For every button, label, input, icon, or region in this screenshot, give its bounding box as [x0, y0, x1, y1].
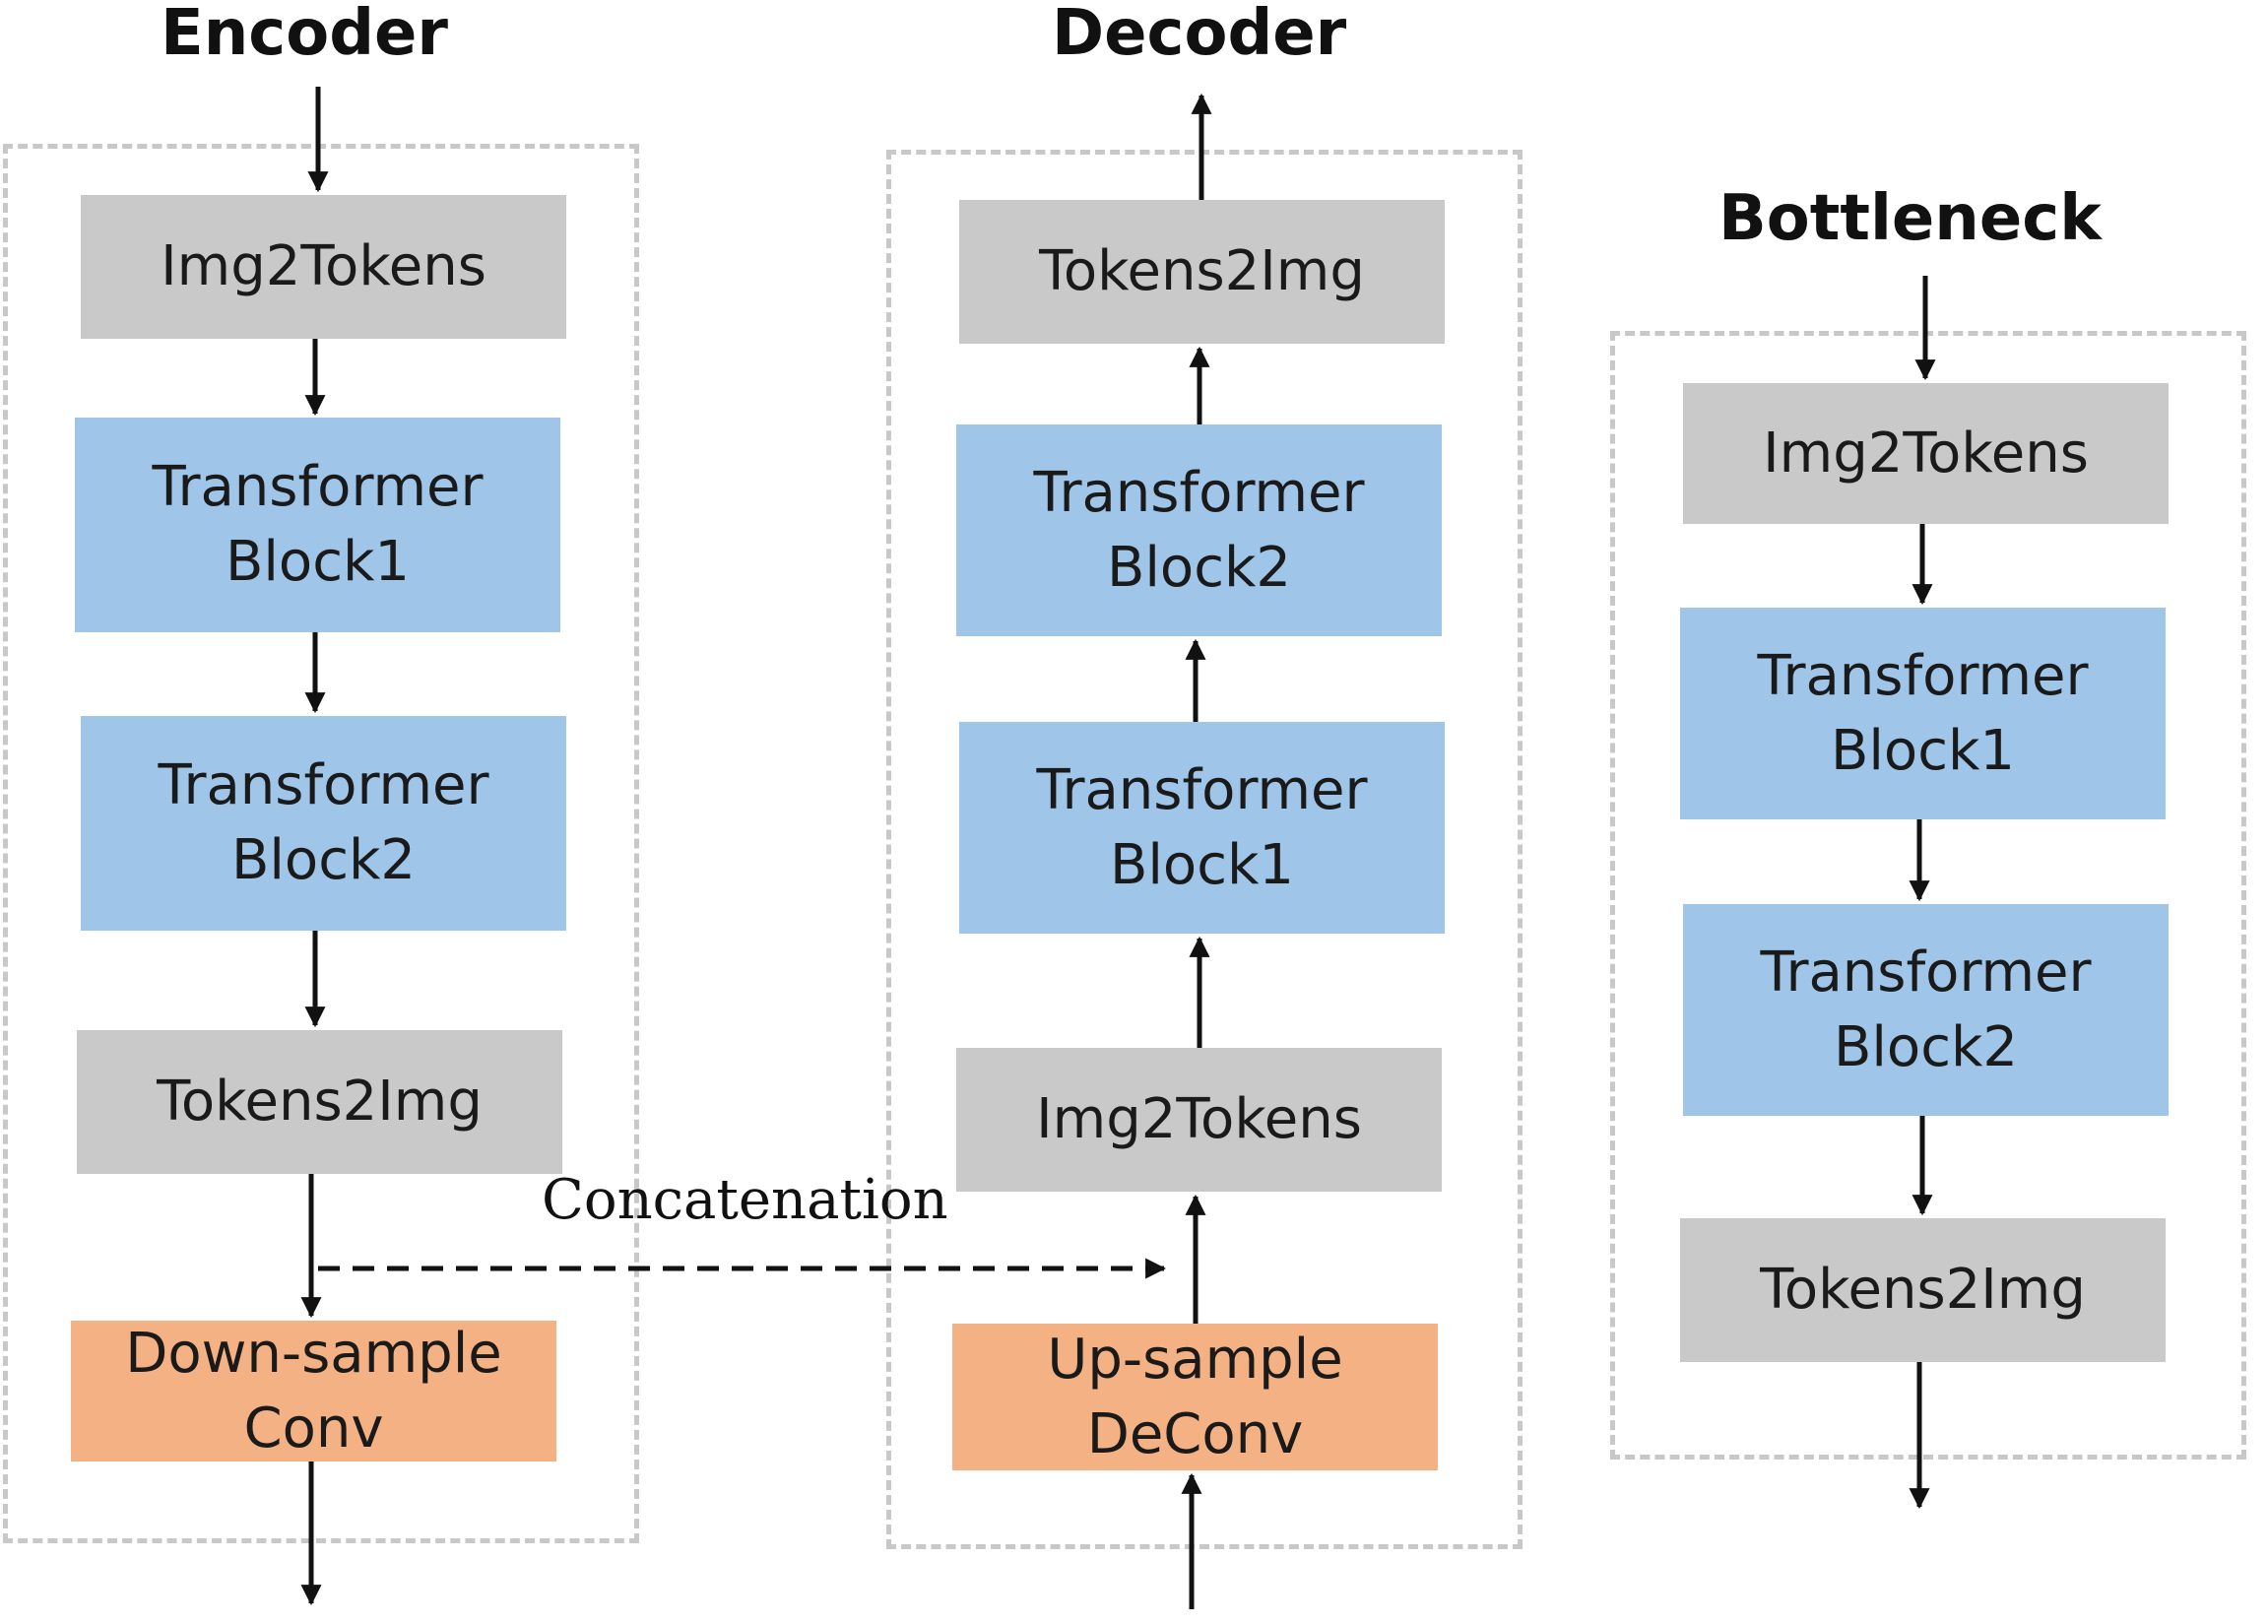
encoder-downsample-block: Down-sample Conv — [71, 1321, 556, 1462]
decoder-img2tokens-block: Img2Tokens — [956, 1048, 1442, 1192]
encoder-img2tokens-label: Img2Tokens — [161, 234, 486, 299]
bottleneck-img2tokens-block: Img2Tokens — [1683, 383, 2169, 524]
bottleneck-block2-line2: Block2 — [1833, 1014, 2019, 1079]
encoder-tokens2img-block: Tokens2Img — [77, 1030, 562, 1174]
encoder-block2-line1: Transformer — [158, 753, 489, 818]
decoder-transformer-block2: Transformer Block2 — [956, 424, 1442, 636]
bottleneck-group — [1610, 331, 2246, 1460]
decoder-group — [886, 150, 1523, 1549]
bottleneck-block1-line2: Block1 — [1830, 718, 2016, 783]
encoder-block1-line1: Transformer — [152, 455, 484, 520]
encoder-img2tokens-block: Img2Tokens — [81, 195, 566, 339]
decoder-upsample-block: Up-sample DeConv — [952, 1324, 1438, 1470]
decoder-block2-line2: Block2 — [1106, 535, 1292, 600]
encoder-downsample-line1: Down-sample — [125, 1321, 502, 1386]
encoder-transformer-block1: Transformer Block1 — [75, 418, 560, 632]
decoder-upsample-line1: Up-sample — [1047, 1327, 1343, 1392]
decoder-title: Decoder — [1052, 0, 1347, 70]
decoder-block2-line1: Transformer — [1033, 460, 1365, 525]
decoder-block1-line1: Transformer — [1036, 757, 1368, 822]
encoder-block2-line2: Block2 — [230, 828, 417, 892]
concatenation-label: Concatenation — [542, 1168, 948, 1232]
decoder-upsample-line2: DeConv — [1086, 1401, 1304, 1466]
decoder-tokens2img-label: Tokens2Img — [1039, 239, 1365, 304]
encoder-tokens2img-label: Tokens2Img — [157, 1070, 483, 1135]
encoder-block1-line2: Block1 — [225, 530, 411, 594]
encoder-group — [3, 144, 639, 1543]
encoder-title: Encoder — [161, 0, 448, 70]
encoder-downsample-line2: Conv — [243, 1396, 384, 1461]
bottleneck-img2tokens-label: Img2Tokens — [1763, 421, 2089, 486]
decoder-transformer-block1: Transformer Block1 — [959, 722, 1445, 934]
bottleneck-transformer-block2: Transformer Block2 — [1683, 904, 2169, 1116]
decoder-tokens2img-block: Tokens2Img — [959, 200, 1445, 344]
decoder-img2tokens-label: Img2Tokens — [1036, 1087, 1362, 1152]
bottleneck-title: Bottleneck — [1718, 182, 2102, 255]
bottleneck-transformer-block1: Transformer Block1 — [1680, 608, 2166, 819]
decoder-block1-line2: Block1 — [1109, 832, 1295, 897]
encoder-transformer-block2: Transformer Block2 — [81, 716, 566, 931]
bottleneck-block2-line1: Transformer — [1760, 940, 2092, 1005]
bottleneck-tokens2img-label: Tokens2Img — [1760, 1258, 2086, 1323]
bottleneck-tokens2img-block: Tokens2Img — [1680, 1218, 2166, 1362]
bottleneck-block1-line1: Transformer — [1757, 643, 2089, 708]
